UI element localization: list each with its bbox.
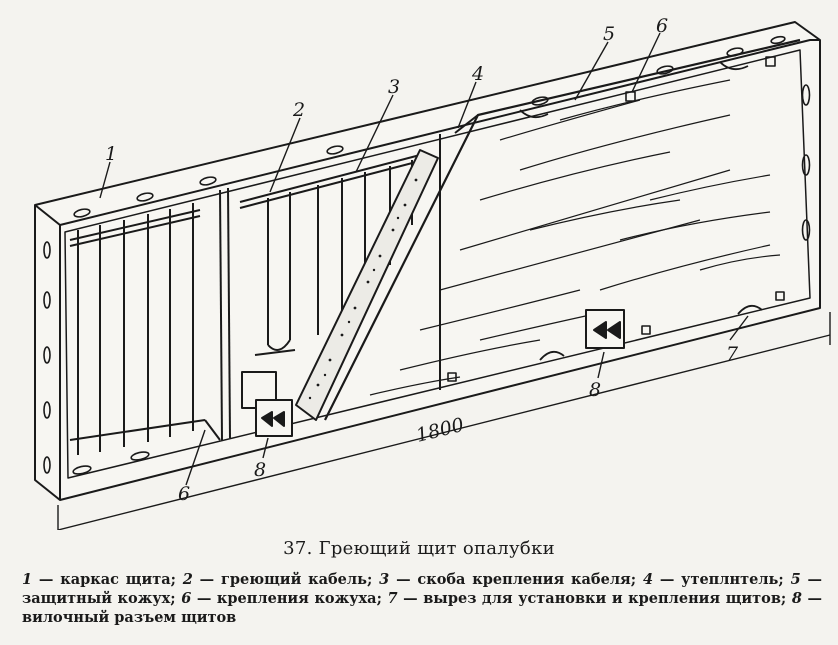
callout-4: 4 [471,63,484,85]
batten-dots [308,178,418,400]
callout-6-cover-fastener: 6 [656,15,668,37]
frame-top-rim [59,39,820,226]
figure-legend: 1 — каркас щита; 2 — греющий кабель; 3 —… [22,570,822,627]
legend-num: 7 [387,590,398,607]
legend-num: 1 [22,571,33,588]
right-side-slots [801,84,811,241]
legend-item-1: 1 — каркас щита; [22,571,183,588]
insulation-edge [454,114,479,134]
figure-title: 37. Греющий щит опалубки [283,538,555,559]
frame-inner-border [64,49,811,479]
cover-fasteners [447,56,785,382]
heating-cable-left-bay [69,203,221,455]
cover-wood-grain [369,79,781,396]
dimension-label: 1800 [414,414,466,447]
callout-8-right: 8 [589,379,601,401]
dimension-line [57,312,831,530]
legend-text: — утеплнтель; [653,571,791,588]
legend-item-5: 5 — защитный кожух; [22,571,822,607]
panel-cutouts [519,61,763,361]
left-side-slots [43,241,51,474]
legend-text: — скоба крепления кабеля; [389,571,643,588]
legend-text: — вилочный разъем щитов [22,590,822,626]
legend-item-8: 8 — вилочный разъем щитов [22,590,822,626]
legend-num: 4 [642,571,654,588]
legend-item-4: 4 — утеплнтель; [643,571,791,588]
callout-1: 1 [105,143,117,165]
panel-frame [34,21,821,501]
legend-num: 2 [182,571,193,588]
frame-left-edge [34,204,61,226]
legend-num: 6 [181,590,192,607]
callout-8-left: 8 [254,459,266,481]
legend-num: 5 [790,571,801,588]
legend-text: — греющий кабель; [192,571,380,588]
bottom-slots [72,451,150,475]
legend-item-3: 3 — скоба крепления кабеля; [379,571,643,588]
legend-text: — вырез для установки и крепления щитов; [397,590,792,607]
formwork-panel-drawing: 1 2 3 4 5 6 6 7 8 8 1800 [34,15,831,530]
legend-text: — защитный кожух; [22,571,822,607]
legend-text: — каркас щита; [32,571,183,588]
callout-5: 5 [603,23,615,45]
callout-2: 2 [292,99,305,121]
callout-3: 3 [388,76,400,98]
top-rim-slots [73,35,786,218]
legend-text: — крепления кожуха; [191,590,388,607]
cable-clip-batten [295,149,439,421]
frame-posts [219,134,441,441]
fork-connector-right [585,309,625,349]
callout-7: 7 [726,343,739,365]
legend-num: 3 [379,571,390,588]
callout-6-cover-fastener-bottom: 6 [178,483,190,505]
fork-connector-left [241,371,293,437]
callout-leaders [99,32,749,486]
legend-item-2: 2 — греющий кабель; [183,571,379,588]
legend-item-7: 7 — вырез для установки и крепления щито… [388,590,792,607]
legend-num: 8 [791,590,802,607]
legend-item-6: 6 — крепления кожуха; [181,590,387,607]
